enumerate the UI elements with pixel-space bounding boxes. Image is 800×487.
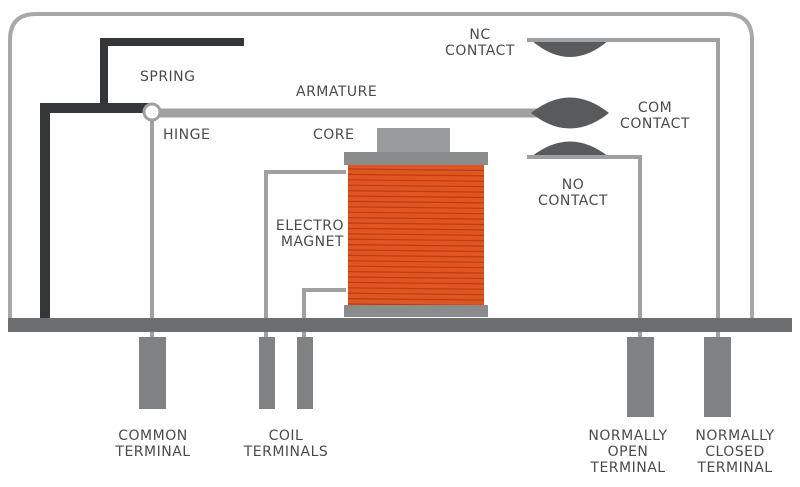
no-wire <box>527 155 642 340</box>
coil-winding <box>347 173 485 177</box>
coil-winding <box>347 276 485 280</box>
coil-winding <box>347 287 485 290</box>
coil-winding <box>347 222 485 226</box>
coil-winding <box>347 217 485 220</box>
coil-winding <box>347 254 485 258</box>
coil-winding <box>347 244 485 247</box>
core-top-plate <box>344 152 488 165</box>
core-label: CORE <box>313 127 355 143</box>
no-contact-label: NO CONTACT <box>538 177 608 209</box>
no-contact <box>531 141 609 157</box>
coil-terminal-pin-left <box>259 337 275 409</box>
base-bar <box>8 318 792 332</box>
coil-wire-top <box>264 170 346 340</box>
coil-winding <box>347 281 485 285</box>
coil-winding <box>347 292 485 296</box>
spring <box>100 38 244 108</box>
coil-winding <box>347 179 485 182</box>
coil-wire-bottom <box>302 288 346 340</box>
hinge-label: HINGE <box>163 127 211 143</box>
common-terminal-pin <box>139 337 166 409</box>
coil-terminals-label: COIL TERMINALS <box>243 428 329 460</box>
coil-winding <box>347 238 485 242</box>
coil-winding <box>347 233 485 236</box>
frame-bar <box>40 103 153 318</box>
coil-winding <box>347 190 485 193</box>
com-contact <box>531 97 609 129</box>
nc-terminal-pin <box>704 337 731 417</box>
coil-winding <box>347 249 485 253</box>
spring-label: SPRING <box>140 69 196 85</box>
coil-winding <box>347 271 485 274</box>
normally-closed-terminal-label: NORMALLY CLOSED TERMINAL <box>695 428 775 476</box>
coil-winding <box>347 184 485 188</box>
no-terminal-pin <box>627 337 654 417</box>
electromagnet-coil <box>347 165 485 307</box>
core-bottom-plate <box>344 305 488 317</box>
core-cap <box>377 128 450 152</box>
coil-winding <box>347 168 485 172</box>
coil-winding <box>347 265 485 269</box>
common-terminal-label: COMMON TERMINAL <box>115 428 191 460</box>
coil-winding <box>347 211 485 215</box>
com-contact-label: COM CONTACT <box>620 100 690 132</box>
hinge <box>142 102 162 122</box>
coil-winding <box>347 298 485 301</box>
nc-contact <box>531 40 609 57</box>
normally-open-terminal-label: NORMALLY OPEN TERMINAL <box>588 428 668 476</box>
coil-winding <box>347 200 485 204</box>
nc-contact-label: NC CONTACT <box>445 27 515 59</box>
coil-terminal-pin-right <box>297 337 313 409</box>
coil-winding <box>347 227 485 231</box>
coil-winding <box>347 195 485 199</box>
relay-housing <box>8 12 754 318</box>
nc-wire <box>527 38 720 340</box>
coil-winding <box>347 260 485 263</box>
electromagnet-label: ELECTRO MAGNET <box>275 218 344 250</box>
armature-label: ARMATURE <box>296 84 378 100</box>
coil-winding <box>347 206 485 209</box>
